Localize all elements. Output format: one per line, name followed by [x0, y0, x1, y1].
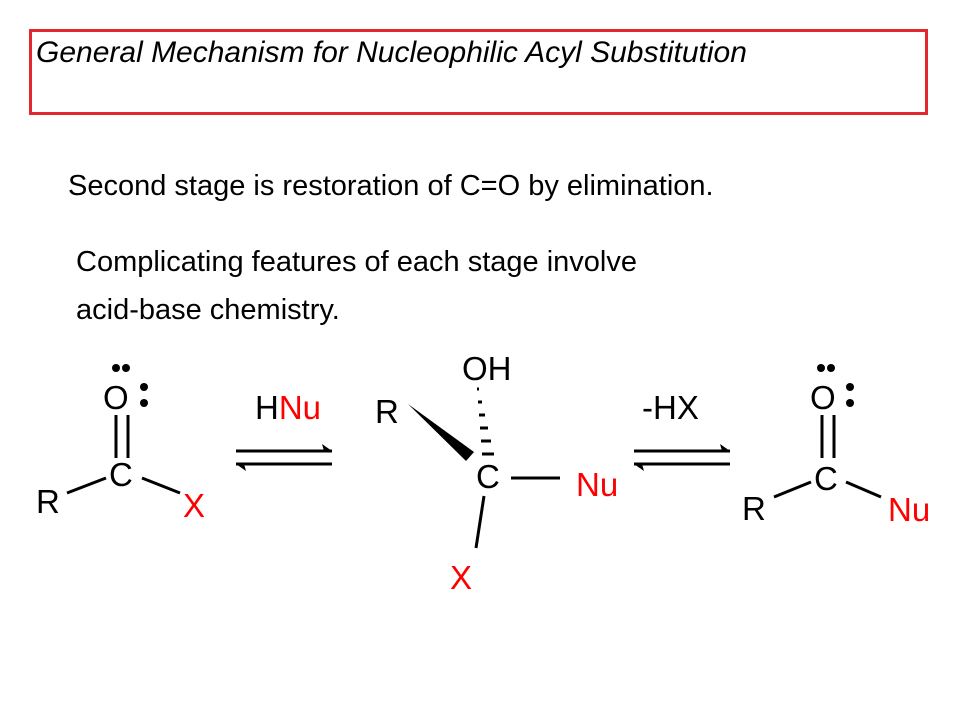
- bond-c-x: [141, 476, 181, 495]
- lone-pair-dot: [817, 364, 825, 372]
- forward-arrowhead: [322, 444, 332, 451]
- lone-pair-dot: [112, 364, 120, 372]
- atom-c: C: [814, 460, 838, 497]
- reagent-label-hx: -HX: [642, 389, 699, 426]
- text-line-elimination: Second stage is restoration of C=O by el…: [68, 170, 714, 202]
- right-molecule: O C R Nu: [742, 364, 930, 528]
- reverse-arrowhead: [236, 464, 246, 471]
- equilibrium-arrow-1: HNu: [236, 389, 332, 471]
- atom-r: R: [375, 393, 399, 430]
- atom-x: X: [450, 559, 472, 596]
- title-box: [29, 29, 928, 115]
- atom-c: C: [476, 458, 500, 495]
- lone-pair-dot: [140, 399, 148, 407]
- text-line-complicating: Complicating features of each stage invo…: [76, 246, 637, 278]
- lone-pair-dot: [827, 364, 835, 372]
- atom-nu: Nu: [576, 466, 618, 503]
- text-line-acid-base: acid-base chemistry.: [76, 294, 340, 326]
- bond-c-r: [66, 476, 107, 495]
- bond-c-x: [474, 495, 486, 549]
- atom-r: R: [36, 483, 60, 520]
- slide-title: General Mechanism for Nucleophilic Acyl …: [36, 36, 747, 69]
- atom-x: X: [183, 487, 205, 524]
- reagent-h: H: [255, 389, 279, 426]
- atom-r: R: [742, 490, 766, 527]
- reagent-label-hnu: HNu: [255, 389, 321, 426]
- lone-pair-dot: [846, 383, 854, 391]
- left-molecule: O C R X: [36, 364, 205, 524]
- reagent-nu: Nu: [279, 389, 321, 426]
- atom-oh: OH: [462, 350, 512, 387]
- atom-c: C: [109, 456, 133, 493]
- atom-nu: Nu: [888, 491, 930, 528]
- bond-c-nu: [845, 480, 882, 499]
- forward-arrowhead: [720, 444, 730, 451]
- lone-pair-dot: [140, 383, 148, 391]
- atom-o: O: [103, 379, 129, 416]
- equilibrium-arrow-2: -HX: [634, 389, 730, 471]
- bond-c-r: [773, 480, 812, 499]
- lone-pair-dot: [846, 399, 854, 407]
- reverse-arrowhead: [634, 464, 644, 471]
- lone-pair-dot: [122, 364, 130, 372]
- wedge-bond: [408, 404, 474, 461]
- middle-molecule: OH R C Nu X: [375, 350, 618, 596]
- atom-o: O: [810, 379, 836, 416]
